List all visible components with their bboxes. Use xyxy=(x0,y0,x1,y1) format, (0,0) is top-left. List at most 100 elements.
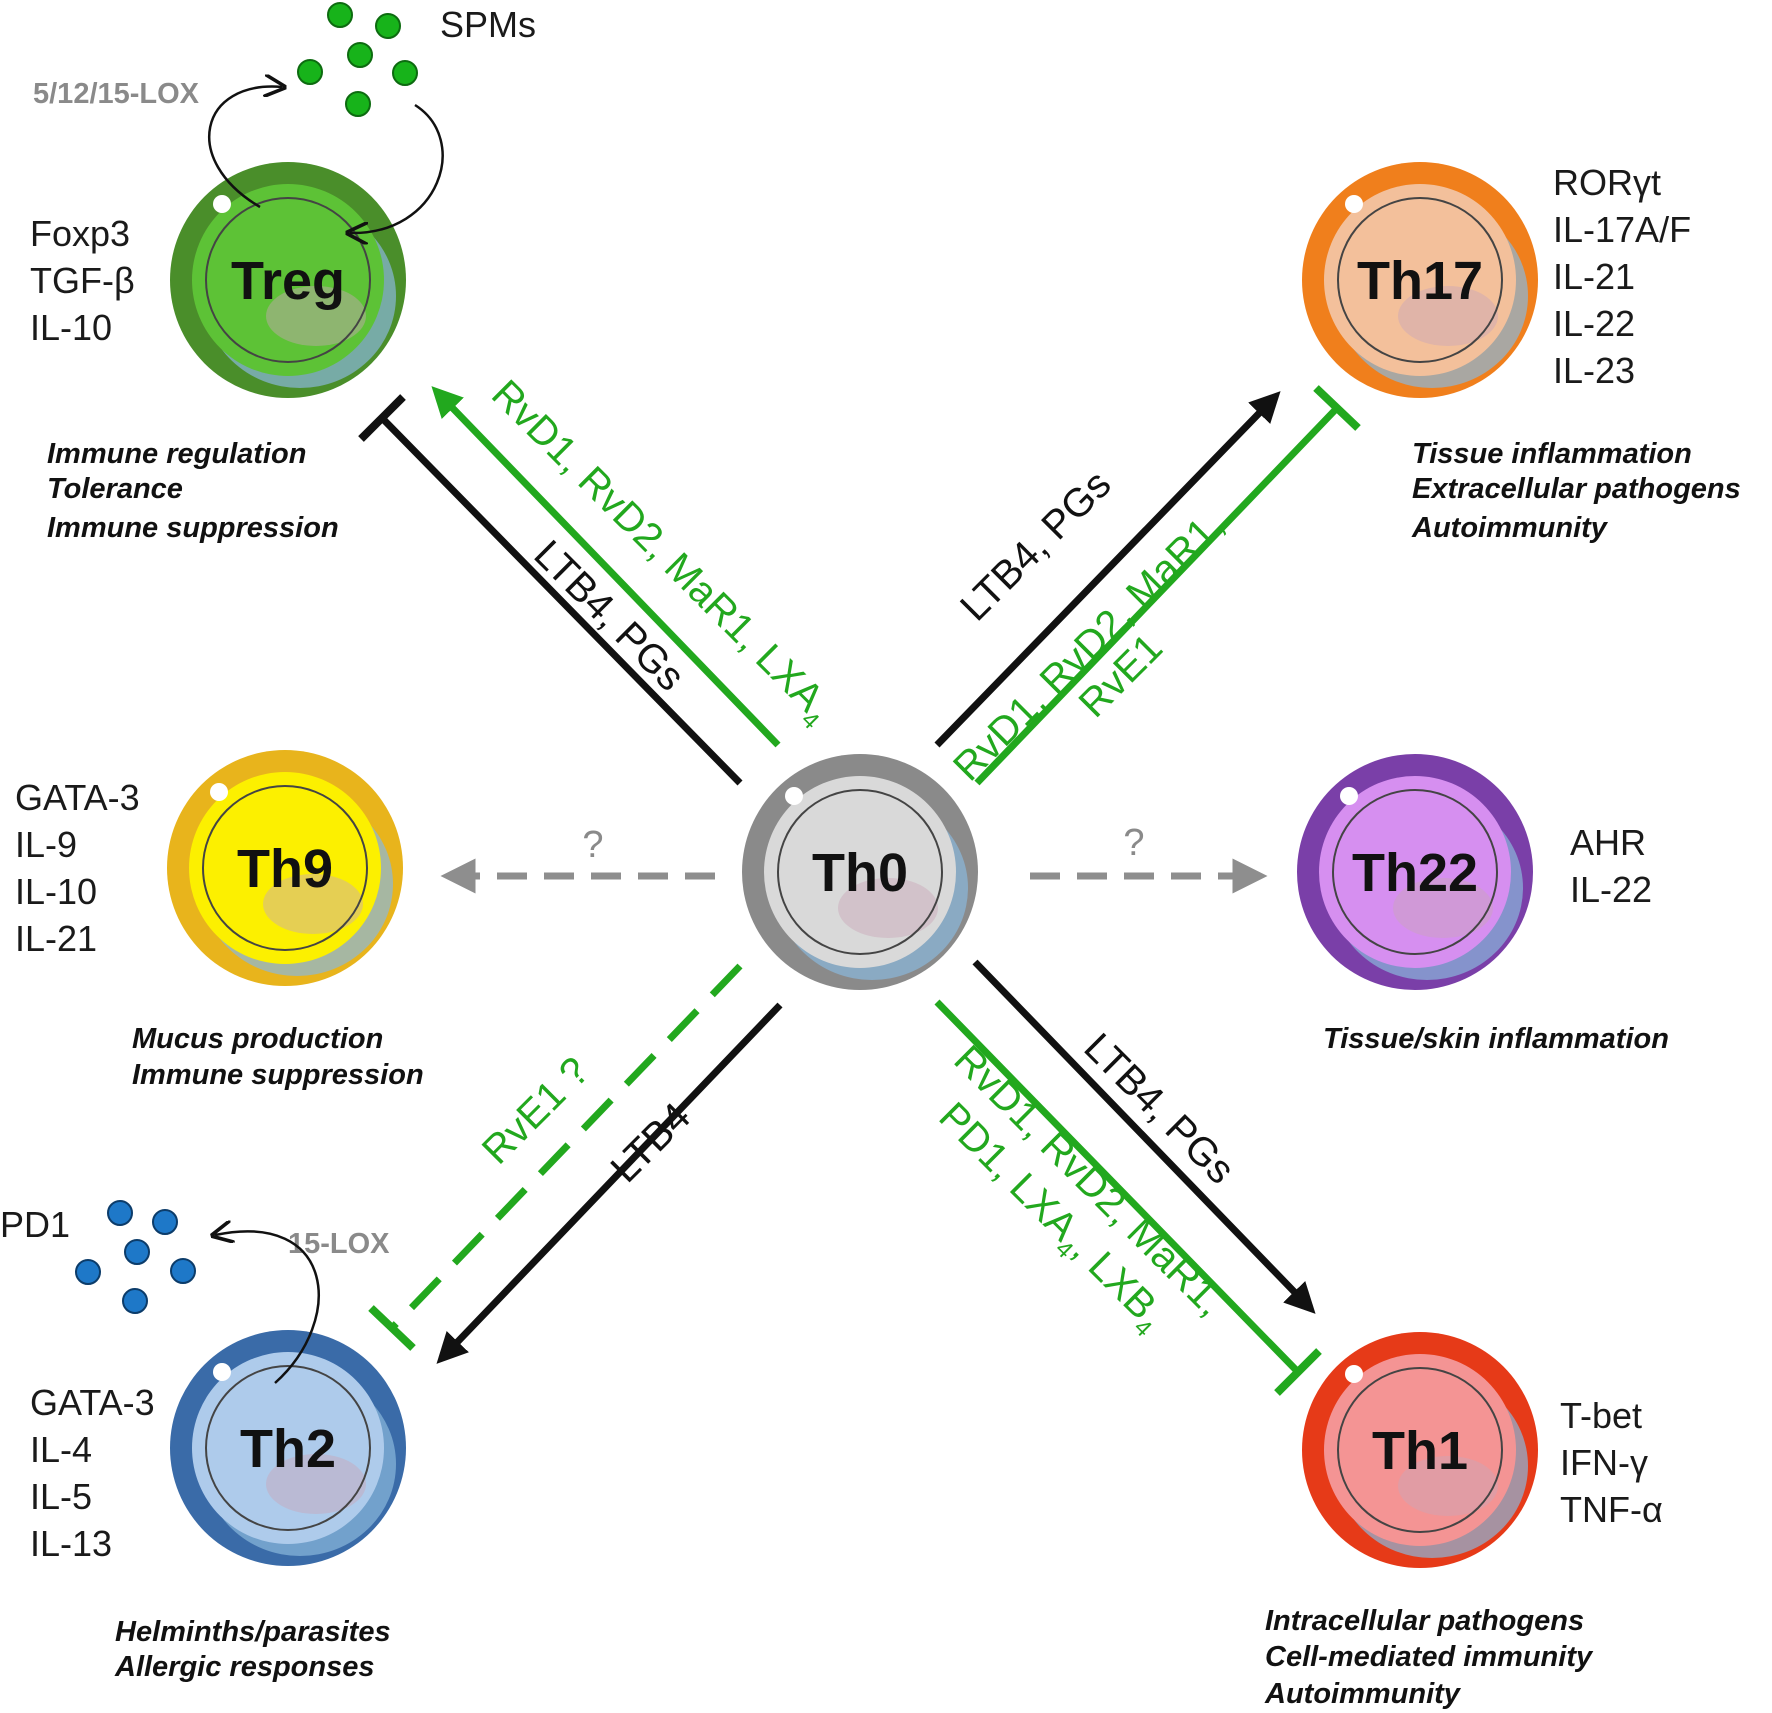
th2-cell-name: Th2 xyxy=(240,1419,336,1479)
treg-marker: TGF-β xyxy=(30,260,135,301)
th9-cell: Th9 xyxy=(167,750,403,986)
pd1-dot xyxy=(124,1239,150,1265)
th17-marker: IL-21 xyxy=(1553,256,1635,297)
treg-cell-ring xyxy=(205,197,371,363)
treg-role: Tolerance xyxy=(47,473,183,505)
th9-marker: IL-21 xyxy=(15,918,97,959)
th22-cell: Th22 xyxy=(1297,754,1533,990)
th1-cell-tint xyxy=(1398,1456,1498,1516)
th9-role: Immune suppression xyxy=(132,1059,424,1091)
spm-inhibit-th1-line xyxy=(934,999,1301,1375)
th1-cell-name: Th1 xyxy=(1372,1421,1468,1481)
th9-marker: IL-10 xyxy=(15,871,97,912)
treg-cell-name: Treg xyxy=(231,251,345,311)
th9-role: Mucus production xyxy=(132,1023,383,1055)
spm-inhibit-th17-bar xyxy=(1313,385,1361,431)
rve1-inhibit-th2-line xyxy=(389,963,743,1331)
spm-release-arrow xyxy=(208,87,282,209)
th2-cell-tint xyxy=(266,1454,366,1514)
th17-marker: IL-22 xyxy=(1553,303,1635,344)
treg-marker: IL-10 xyxy=(30,307,112,348)
treg-role: Immune suppression xyxy=(47,512,339,544)
th0-cell: Th0 xyxy=(742,754,978,990)
spm-promote-treg-arrow xyxy=(431,386,781,748)
th22-cell-tint xyxy=(1393,878,1493,938)
th17-cell: Th17 xyxy=(1302,162,1538,398)
arrows xyxy=(358,385,1361,1396)
th9-marker: IL-9 xyxy=(15,824,77,865)
th2-cell-body xyxy=(192,1352,384,1544)
th22-cell-name: Th22 xyxy=(1352,843,1478,903)
th2-role: Helminths/parasites xyxy=(115,1616,391,1648)
th0-cell-body xyxy=(764,776,956,968)
spm-enzyme-label: 5/12/15-LOX xyxy=(33,78,200,110)
th9-question-mark: ? xyxy=(582,824,603,866)
th9-cell-highlight xyxy=(210,783,228,801)
spm-inhibit-th1-bar xyxy=(1274,1348,1322,1396)
th2-cell: Th2 xyxy=(170,1330,406,1566)
th17-role: Extracellular pathogens xyxy=(1412,473,1741,505)
pd1-production: PD1 15-LOX xyxy=(0,1200,390,1384)
th2-marker: IL-13 xyxy=(30,1523,112,1564)
th2-green-label: RvE1 ? xyxy=(474,1049,598,1173)
rve1-inhibit-th2-bar xyxy=(368,1305,416,1351)
spm-inhibit-th17-line xyxy=(974,405,1340,786)
ltb4-pgs-promote-th17-arrow xyxy=(934,391,1281,748)
spm-uptake-arrow xyxy=(350,103,444,233)
th17-black-label: LTB4, PGs xyxy=(952,462,1119,629)
treg-cell: Treg xyxy=(170,162,406,398)
th22-role: Tissue/skin inflammation xyxy=(1323,1023,1669,1055)
th17-cell-tint xyxy=(1398,286,1498,346)
treg-cell-highlight xyxy=(213,195,231,213)
th17-marker: RORγt xyxy=(1553,162,1661,203)
th1-cell-highlight xyxy=(1345,1365,1363,1383)
pd1-dot xyxy=(107,1200,133,1226)
th9-cell-ring xyxy=(202,785,368,951)
th1-role: Intracellular pathogens xyxy=(1265,1605,1584,1637)
pd1-label: PD1 xyxy=(0,1204,70,1245)
th2-marker: IL-5 xyxy=(30,1476,92,1517)
ltb4-pgs-inhibit-treg-bar xyxy=(358,394,406,442)
th17-marker: IL-23 xyxy=(1553,350,1635,391)
th17-cell-highlight xyxy=(1345,195,1363,213)
treg-marker: Foxp3 xyxy=(30,213,130,254)
th2-cell-highlight xyxy=(213,1363,231,1381)
th0-cell-highlight xyxy=(785,787,803,805)
pd1-dot xyxy=(75,1259,101,1285)
pd1-release-arrow xyxy=(215,1231,320,1384)
spm-label: SPMs xyxy=(440,4,536,45)
th9-cell-tint xyxy=(263,874,363,934)
treg-cell-body xyxy=(192,184,384,376)
th9-cell-name: Th9 xyxy=(237,839,333,899)
spm-dot xyxy=(392,60,418,86)
th22-cell-highlight xyxy=(1340,787,1358,805)
th22-cell-body xyxy=(1319,776,1511,968)
th22-cell-ring xyxy=(1332,789,1498,955)
th0-cell-ring xyxy=(777,789,943,955)
th1-cell: Th1 xyxy=(1302,1332,1538,1568)
th22-question-mark: ? xyxy=(1123,822,1144,864)
ltb4-pgs-inhibit-treg-line xyxy=(379,415,743,786)
th17-marker: IL-17A/F xyxy=(1553,209,1691,250)
cells: Th0 Treg Th17 Th9 xyxy=(167,162,1538,1568)
spm-dot xyxy=(345,91,371,117)
th2-marker: IL-4 xyxy=(30,1429,92,1470)
th2-role: Allergic responses xyxy=(114,1651,375,1683)
th22-marker: AHR xyxy=(1570,822,1646,863)
th1-cell-body xyxy=(1324,1354,1516,1546)
th17-cell-ring xyxy=(1337,197,1503,363)
th2-cell-ring xyxy=(205,1365,371,1531)
th1-role: Autoimmunity xyxy=(1264,1678,1462,1710)
th0-cell-name: Th0 xyxy=(812,843,908,903)
ltb4-pgs-promote-th1-arrow xyxy=(972,959,1316,1314)
th1-cell-ring xyxy=(1337,1367,1503,1533)
spm-dot xyxy=(327,2,353,28)
th9-cell-body xyxy=(189,772,381,964)
th22-marker: IL-22 xyxy=(1570,869,1652,910)
th17-cell-name: Th17 xyxy=(1357,251,1483,311)
pd1-dot xyxy=(122,1288,148,1314)
th2-marker: GATA-3 xyxy=(30,1382,155,1423)
pd1-dot xyxy=(152,1209,178,1235)
pd1-enzyme-label: 15-LOX xyxy=(288,1228,390,1260)
